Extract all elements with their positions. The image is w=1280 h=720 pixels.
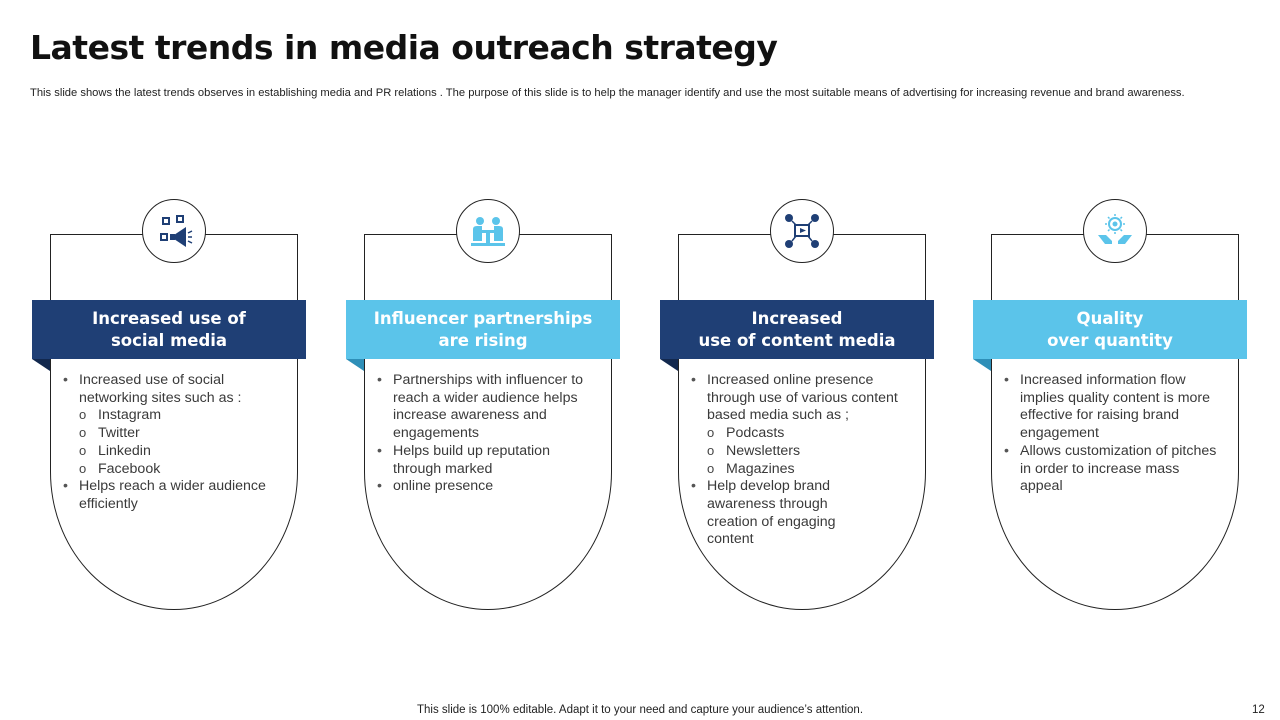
quality-hands-icon — [1098, 214, 1132, 244]
list-item: Facebook — [60, 460, 280, 479]
icon-circle-2 — [456, 199, 520, 263]
slide-subtitle: This slide shows the latest trends obser… — [30, 87, 1185, 99]
icon-circle-3 — [770, 199, 834, 263]
card-3-content: Increased online presence through use of… — [688, 372, 908, 549]
card-1-list: Increased use of social networking sites… — [60, 372, 280, 514]
page-number: 12 — [1252, 704, 1265, 716]
list-item: online presence — [374, 478, 594, 496]
card-4-list: Increased information flow implies quali… — [1001, 372, 1221, 496]
banner-quality: Quality over quantity — [973, 300, 1247, 359]
list-item: Increased online presence through use of… — [688, 372, 908, 425]
banner-social-media: Increased use of social media — [32, 300, 306, 359]
icon-circle-4 — [1083, 199, 1147, 263]
banner-fold — [660, 359, 678, 371]
list-item: Instagram — [60, 406, 280, 425]
list-item: Allows customization of pitches in order… — [1001, 443, 1221, 496]
slide-title: Latest trends in media outreach strategy — [30, 28, 778, 67]
list-item: Twitter — [60, 424, 280, 443]
card-2-content: Partnerships with influencer to reach a … — [374, 372, 594, 496]
list-item: Increased information flow implies quali… — [1001, 372, 1221, 443]
list-item: Help develop brand awareness through cre… — [688, 478, 838, 549]
list-item: Helps build up reputation through marked — [374, 443, 594, 478]
list-item: Linkedin — [60, 442, 280, 461]
card-4-content: Increased information flow implies quali… — [1001, 372, 1221, 496]
list-item: Podcasts — [688, 424, 908, 443]
icon-circle-1 — [142, 199, 206, 263]
slide-footer: This slide is 100% editable. Adapt it to… — [416, 704, 864, 716]
banner-influencer: Influencer partnerships are rising — [346, 300, 620, 359]
banner-content-media: Increased use of content media — [660, 300, 934, 359]
list-item: Magazines — [688, 460, 908, 479]
card-2-list: Partnerships with influencer to reach a … — [374, 372, 594, 496]
list-item: Partnerships with influencer to reach a … — [374, 372, 594, 443]
banner-fold — [32, 359, 50, 371]
card-3-list: Increased online presence through use of… — [688, 372, 908, 549]
list-item: Newsletters — [688, 442, 908, 461]
content-media-network-icon — [785, 214, 819, 248]
list-item: Helps reach a wider audience efficiently — [60, 478, 280, 513]
card-1-content: Increased use of social networking sites… — [60, 372, 280, 514]
banner-fold — [346, 359, 364, 371]
partnership-meeting-icon — [471, 217, 505, 246]
social-media-megaphone-icon — [160, 215, 193, 247]
list-item: Increased use of social networking sites… — [60, 372, 280, 407]
banner-fold — [973, 359, 991, 371]
